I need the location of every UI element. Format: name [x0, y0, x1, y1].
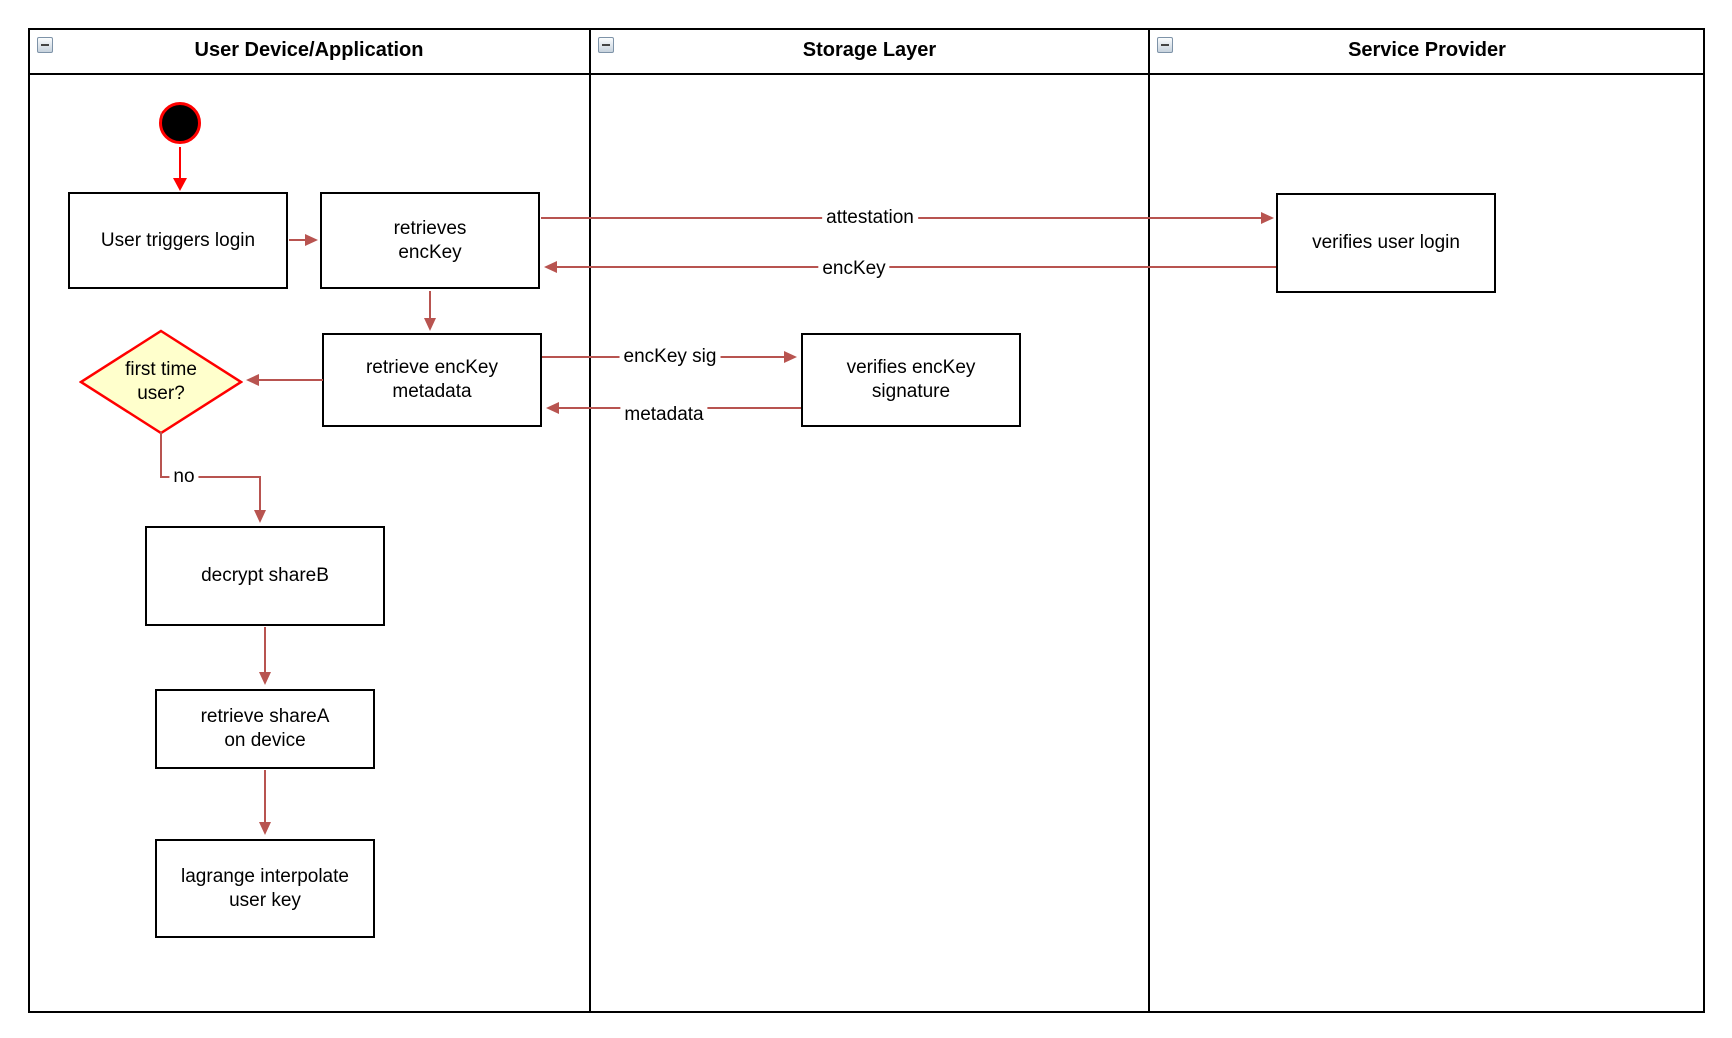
arrow-retrieves-to-metadata-head	[424, 318, 436, 331]
arrow-login-to-retrieves-line	[289, 239, 305, 241]
activity-label-line2: metadata	[392, 381, 472, 402]
arrow-sharea-to-lagrange-head	[259, 822, 271, 835]
activity-user-triggers-login: User triggers login	[68, 192, 288, 289]
activity-decrypt-shareb: decrypt shareB	[145, 526, 385, 626]
arrow-no-branch-segment3	[259, 476, 261, 510]
edge-label-attestation: attestation	[822, 207, 918, 229]
lane-title-service-provider: Service Provider	[1348, 39, 1506, 61]
activity-label-line1: retrieves	[393, 217, 467, 239]
arrow-no-branch-segment2	[160, 476, 261, 478]
activity-verifies-user-login: verifies user login	[1276, 193, 1496, 293]
activity-retrieves-enckey: retrieves encKey	[320, 192, 540, 289]
minus-icon	[602, 44, 610, 46]
activity-verifies-enckey-signature: verifies encKey signature	[801, 333, 1021, 427]
lane-title-storage-layer: Storage Layer	[802, 39, 937, 61]
arrow-enckey-line	[557, 266, 1276, 268]
edge-label-no: no	[169, 466, 199, 488]
lane-title-user-device: User Device/Application	[194, 39, 424, 61]
decision-label-line2: user?	[137, 383, 185, 404]
arrow-sharea-to-lagrange-line	[264, 770, 266, 822]
start-arrow-line	[179, 147, 181, 179]
arrow-no-branch-head	[254, 510, 266, 523]
minus-icon	[1161, 44, 1169, 46]
arrow-decrypt-to-sharea-line	[264, 627, 266, 672]
arrow-metadata-to-decision-head	[246, 374, 259, 386]
minus-icon	[41, 44, 49, 46]
collapse-lane-service-provider-button[interactable]	[1157, 37, 1173, 53]
arrow-enckey-sig-head	[784, 351, 797, 363]
lane-divider-1	[589, 28, 591, 1013]
decision-label-line1: first time	[125, 359, 197, 381]
arrow-metadata-return-head	[546, 402, 559, 414]
activity-retrieve-sharea: retrieve shareA on device	[155, 689, 375, 769]
edge-label-enckey-sig: encKey sig	[619, 346, 721, 368]
start-arrowhead	[173, 178, 187, 191]
collapse-lane-user-device-button[interactable]	[37, 37, 53, 53]
lane-header-separator	[28, 73, 1705, 75]
collapse-lane-storage-layer-button[interactable]	[598, 37, 614, 53]
activity-label-line2: user key	[229, 889, 301, 911]
activity-label-line1: verifies encKey	[846, 357, 976, 379]
arrow-no-branch-segment1	[160, 432, 162, 477]
arrow-login-to-retrieves-head	[305, 234, 318, 246]
arrow-decrypt-to-sharea-head	[259, 672, 271, 685]
activity-lagrange-interpolate: lagrange interpolate user key	[155, 839, 375, 938]
edge-label-metadata: metadata	[620, 404, 708, 426]
activity-label: User triggers login	[100, 229, 256, 251]
activity-label-line2: on device	[224, 730, 306, 751]
activity-label-line2: encKey	[398, 241, 462, 263]
arrow-attestation-head	[1261, 212, 1274, 224]
decision-first-time-user: first time user?	[79, 329, 243, 435]
activity-label-line1: retrieve shareA	[200, 706, 330, 728]
activity-label-line1: lagrange interpolate	[181, 865, 349, 887]
arrow-retrieves-to-metadata-line	[429, 291, 431, 318]
arrow-metadata-to-decision-line	[259, 379, 323, 381]
lane-divider-2	[1148, 28, 1150, 1013]
arrow-enckey-head	[544, 261, 557, 273]
activity-label-line2: signature	[871, 381, 951, 402]
activity-label: decrypt shareB	[201, 565, 329, 587]
initial-state-node	[159, 102, 201, 144]
activity-label: verifies user login	[1312, 232, 1460, 254]
activity-retrieve-enckey-metadata: retrieve encKey metadata	[322, 333, 542, 427]
edge-label-enckey: encKey	[818, 258, 890, 280]
activity-label-line1: retrieve encKey	[365, 357, 498, 379]
